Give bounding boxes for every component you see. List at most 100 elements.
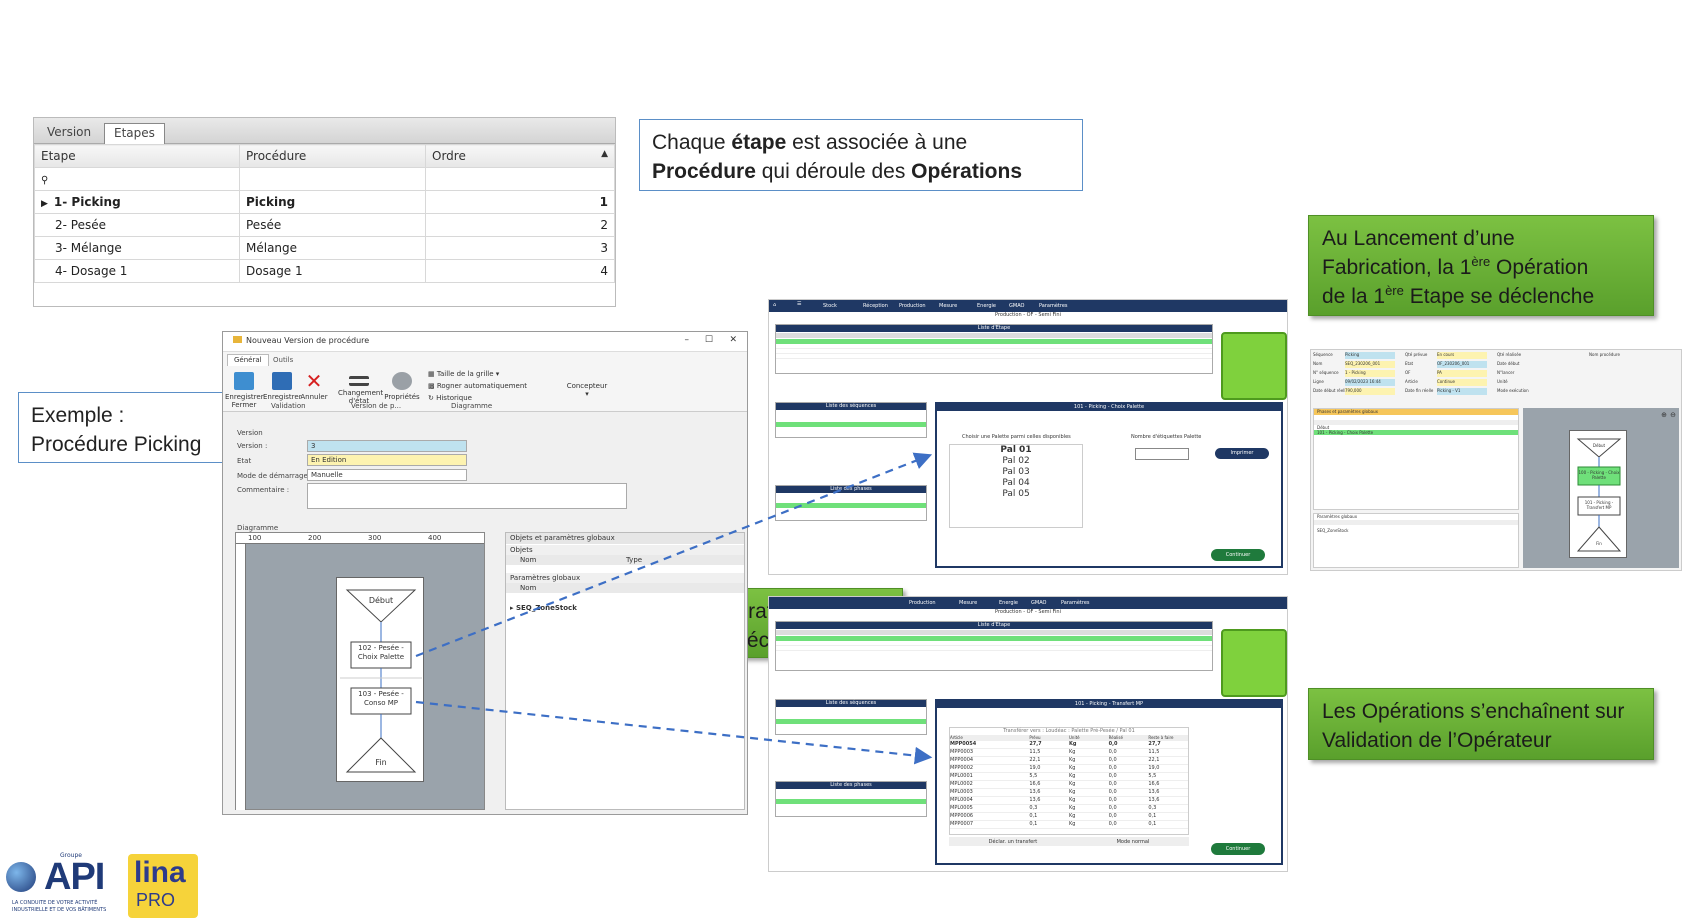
diagram-canvas[interactable]: 100 200 300 400 Début 102 - Pesée - Choi… xyxy=(235,532,485,810)
field-value[interactable]: En cours xyxy=(1437,352,1487,359)
palette-item[interactable]: Pal 02 xyxy=(1002,456,1030,466)
field-value[interactable]: 1 - Picking xyxy=(1345,370,1395,377)
table-row[interactable] xyxy=(776,719,926,724)
nav-item[interactable]: Stock xyxy=(823,303,837,309)
palette-prompt: Choisir une Palette parmi celles disponi… xyxy=(962,434,1071,440)
cancel-button[interactable]: ✕Annuler xyxy=(298,371,330,401)
comment-field[interactable] xyxy=(307,483,627,509)
nav-item[interactable]: Production xyxy=(909,600,936,606)
palette-item[interactable]: Pal 04 xyxy=(1002,478,1030,488)
etape-list: Liste d'Etape xyxy=(775,324,1213,374)
nav-item[interactable]: GMAO xyxy=(1031,600,1047,606)
nav-item[interactable]: Production xyxy=(899,303,926,309)
grid-size-button[interactable]: ▦ Taille de la grille ▾ xyxy=(428,370,500,378)
nav-item[interactable]: Mesure xyxy=(939,303,958,309)
table-row[interactable] xyxy=(776,799,926,804)
etat-select[interactable]: En Edition xyxy=(307,454,467,466)
version-field[interactable]: 3 xyxy=(307,440,467,452)
table-row[interactable] xyxy=(776,636,1212,641)
nav-item[interactable]: Mesure xyxy=(959,600,978,606)
tab-general[interactable]: Général xyxy=(227,354,269,366)
auto-crop-button[interactable]: ▩ Rogner automatiquement xyxy=(428,382,528,390)
nav-item[interactable]: Energie xyxy=(977,303,997,309)
palette-item[interactable]: Pal 01 xyxy=(1000,445,1032,455)
node-conso-mp[interactable] xyxy=(350,687,412,715)
table-row[interactable] xyxy=(776,339,1212,344)
col-ordre[interactable]: Ordre ▲ xyxy=(425,144,615,168)
designer-button[interactable]: Concepteur▾ xyxy=(566,382,608,398)
continue-button[interactable]: Continuer xyxy=(1211,549,1265,561)
history-button[interactable]: ↻ Historique xyxy=(428,394,472,402)
button-label: Changement d'état xyxy=(338,389,384,405)
palette-item[interactable]: Pal 05 xyxy=(1002,489,1030,499)
field-value[interactable]: SEQ_230206_001 xyxy=(1345,361,1395,368)
nav-item[interactable]: GMAO xyxy=(1009,303,1025,309)
node-choix-palette[interactable] xyxy=(350,641,412,669)
nav-item[interactable]: Paramètres xyxy=(1061,600,1090,606)
text: Chaque xyxy=(652,131,732,154)
tab-version[interactable]: Version xyxy=(47,125,92,139)
callout-line: Fabrication, la 1ère Opération xyxy=(1322,253,1640,282)
save-close-button[interactable]: Enregistrer Fermer xyxy=(225,372,264,409)
field-value[interactable]: Picking xyxy=(1345,352,1395,359)
tab-etapes[interactable]: Etapes xyxy=(104,123,165,144)
continue-button[interactable]: Continuer xyxy=(1211,843,1265,855)
field-value[interactable]: 09/02/2023 16:44 xyxy=(1345,379,1395,386)
comment-label: Commentaire : xyxy=(237,486,290,494)
save-button[interactable]: Enregistrer xyxy=(263,372,302,401)
mode-select[interactable]: Manuelle xyxy=(307,469,467,481)
close-icon[interactable]: ✕ xyxy=(729,335,737,345)
home-icon[interactable]: ⌂ xyxy=(773,302,777,308)
field-value[interactable]: Continue xyxy=(1437,379,1487,386)
table-row[interactable]: Début xyxy=(1317,425,1330,430)
field-label: Nom xyxy=(1313,361,1323,366)
table-row[interactable]: 101 - Picking - Choix Palette xyxy=(1314,430,1518,435)
nav-item[interactable]: Energie xyxy=(999,600,1019,606)
palette-item[interactable]: Pal 03 xyxy=(1002,467,1030,477)
field-label: Article xyxy=(1405,379,1418,384)
cell: 11,5 xyxy=(1148,749,1160,755)
menu-icon[interactable]: ☰ xyxy=(797,301,802,307)
field-value[interactable]: Picking - V1 xyxy=(1437,388,1487,395)
nav-item[interactable]: Réception xyxy=(863,303,888,309)
mode-toggle[interactable]: Mode normal xyxy=(1116,838,1150,845)
field-value[interactable]: PA xyxy=(1437,370,1487,377)
print-button[interactable]: Imprimer xyxy=(1215,448,1269,459)
zoom-out-icon[interactable]: ⊖ xyxy=(1670,411,1676,419)
maximize-icon[interactable]: ☐ xyxy=(704,335,713,345)
cell: 19,0 xyxy=(1029,765,1041,771)
change-state-button[interactable]: Changement d'état xyxy=(338,372,384,405)
table-row[interactable] xyxy=(776,422,926,427)
label-count-input[interactable] xyxy=(1135,448,1189,460)
col-etape[interactable]: Etape xyxy=(34,144,240,168)
param-row[interactable]: ▸ SEQ_ZoneStock xyxy=(510,604,577,612)
transfer-footer: Déclar. un transfert Mode normal xyxy=(949,837,1189,846)
field-value[interactable]: OF_230206_001 xyxy=(1437,361,1487,368)
filter-row[interactable]: ⚲ xyxy=(34,167,615,191)
table-row[interactable] xyxy=(776,503,926,508)
properties-button[interactable]: Propriétés xyxy=(383,372,421,401)
start-node[interactable] xyxy=(345,589,417,623)
table-row[interactable]: SEQ_ZoneStock xyxy=(1317,528,1349,533)
tab-outils[interactable]: Outils xyxy=(273,356,294,364)
zoom-in-icon[interactable]: ⊕ xyxy=(1661,411,1667,419)
end-node[interactable] xyxy=(345,737,417,773)
minimize-icon[interactable]: – xyxy=(684,335,690,345)
declare-transfer-button[interactable]: Déclar. un transfert xyxy=(988,838,1038,845)
nav-item[interactable]: Paramètres xyxy=(1039,303,1068,309)
field-value[interactable]: 790,000 xyxy=(1345,388,1395,395)
